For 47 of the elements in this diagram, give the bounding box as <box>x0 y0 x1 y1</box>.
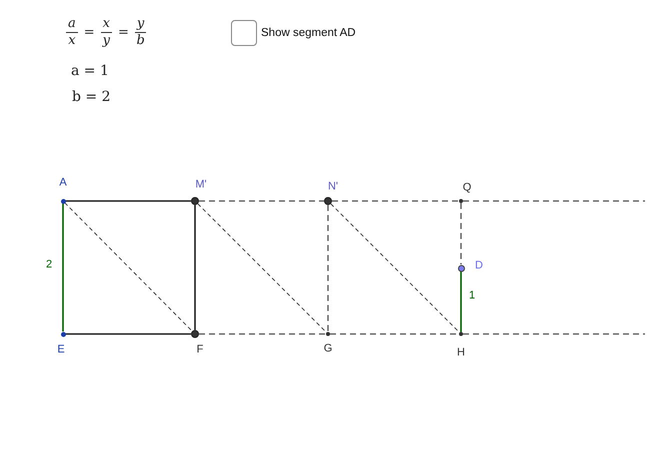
equals-sign: = <box>118 25 129 40</box>
point-label: G <box>324 344 332 354</box>
dashed-segment <box>463 200 645 202</box>
length-label: 2 <box>46 260 52 270</box>
numerator: a <box>66 16 78 33</box>
dashed-segment <box>460 203 462 264</box>
dashed-segment <box>463 333 645 335</box>
point <box>324 197 332 205</box>
numerator: y <box>134 16 146 33</box>
point <box>191 330 199 338</box>
equation: a = 1 <box>71 63 109 79</box>
dashed-segment <box>330 333 459 335</box>
point-label: E <box>57 344 65 356</box>
segment <box>66 333 191 335</box>
denominator: b <box>136 32 145 50</box>
point-label: A <box>59 178 67 188</box>
segment <box>66 200 191 202</box>
dashed-segment <box>199 333 326 335</box>
point-label: F <box>196 344 204 356</box>
denominator: x <box>68 32 76 50</box>
dashed-segment <box>199 200 324 202</box>
point-label: Q <box>462 182 472 194</box>
point-label: N' <box>328 182 338 192</box>
segment <box>194 205 196 330</box>
point <box>458 264 464 272</box>
equation: b = 2 <box>72 89 110 105</box>
checkbox-label: Show segment AD <box>261 27 356 39</box>
dashed-segment <box>64 202 193 332</box>
denominator: y <box>102 32 110 50</box>
point <box>326 332 330 336</box>
dashed-segment <box>332 200 459 202</box>
numerator: x <box>100 16 112 33</box>
dashed-segment <box>330 203 460 333</box>
equals-sign: = <box>84 25 95 40</box>
dashed-segment <box>327 205 329 332</box>
length-label: 1 <box>468 290 476 302</box>
point-label: D <box>475 260 483 272</box>
point <box>60 198 66 204</box>
point <box>459 199 463 203</box>
point <box>191 197 199 205</box>
point <box>459 332 463 336</box>
point <box>60 332 66 336</box>
segment <box>62 204 64 332</box>
dashed-segment <box>197 203 327 333</box>
point-label: H <box>457 348 465 358</box>
segment <box>460 272 462 332</box>
point-label: M' <box>195 180 207 190</box>
